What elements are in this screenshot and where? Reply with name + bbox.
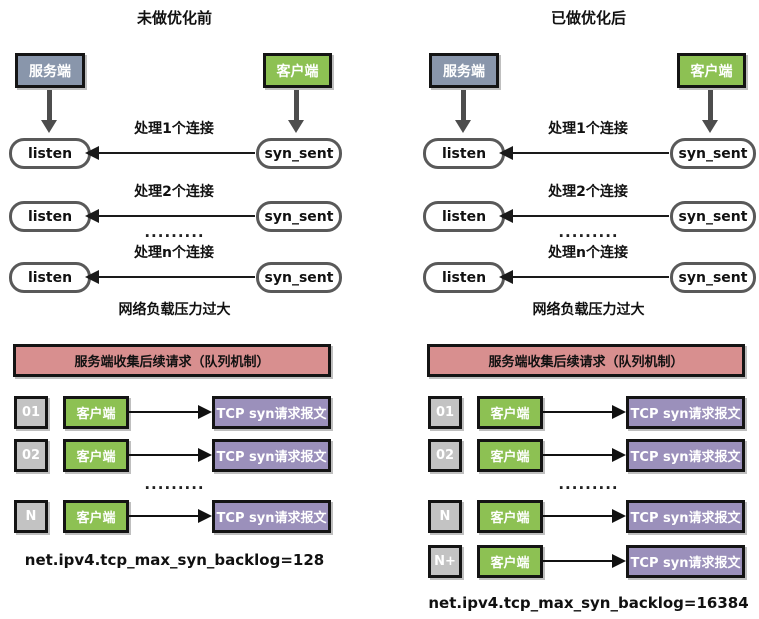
queue-row-02: 02 客户端 TCP syn请求报文 <box>6 439 343 472</box>
syn-sent-state: syn_sent <box>256 201 342 232</box>
queue-row-n-plus: N+ 客户端 TCP syn请求报文 <box>420 545 757 578</box>
ellipsis-dots: ......... <box>558 475 619 493</box>
syn-sent-state: syn_sent <box>670 262 756 293</box>
queue-slot-number: 01 <box>14 396 48 429</box>
client-box: 客户端 <box>677 53 746 88</box>
server-down-arrow-icon <box>41 90 57 133</box>
tcp-syn-packet-box: TCP syn请求报文 <box>626 500 745 533</box>
tcp-syn-packet-box: TCP syn请求报文 <box>212 500 331 533</box>
connection-label: 处理n个连接 <box>548 245 628 261</box>
client-box: 客户端 <box>477 396 543 429</box>
connection-label: 处理n个连接 <box>134 245 214 261</box>
syn-sent-state: syn_sent <box>256 262 342 293</box>
listen-state: listen <box>9 262 91 293</box>
queue-slot-number: N <box>428 500 462 533</box>
client-down-arrow-icon <box>288 90 304 133</box>
connection-label: 处理1个连接 <box>134 121 214 137</box>
ellipsis-dots: ......... <box>144 223 205 241</box>
connection-row-n: listen 处理n个连接 syn_sent <box>6 245 343 293</box>
tcp-syn-packet-box: TCP syn请求报文 <box>626 545 745 578</box>
queue-mechanism-banner: 服务端收集后续请求（队列机制） <box>13 344 331 377</box>
listen-state: listen <box>423 201 505 232</box>
queue-row-01: 01 客户端 TCP syn请求报文 <box>420 396 757 429</box>
connection-row-2: listen 处理2个连接 syn_sent <box>420 184 757 232</box>
panel-title: 未做优化前 <box>136 9 212 27</box>
request-arrow-icon <box>129 448 212 462</box>
connection-row-1: listen 处理1个连接 syn_sent <box>6 121 343 169</box>
syn-arrow-icon <box>85 270 255 284</box>
queue-slot-number: 01 <box>428 396 462 429</box>
syn-arrow-icon <box>499 146 669 160</box>
network-load-caption: 网络负载压力过大 <box>118 302 231 318</box>
sysctl-setting-text: net.ipv4.tcp_max_syn_backlog=128 <box>24 551 325 569</box>
queue-row-n: N 客户端 TCP syn请求报文 <box>420 500 757 533</box>
syn-arrow-icon <box>85 209 255 223</box>
client-box: 客户端 <box>63 500 129 533</box>
request-arrow-icon <box>129 405 212 419</box>
syn-sent-state: syn_sent <box>256 138 342 169</box>
tcp-syn-packet-box: TCP syn请求报文 <box>212 439 331 472</box>
request-arrow-icon <box>543 405 626 419</box>
connection-label: 处理2个连接 <box>548 184 628 200</box>
request-arrow-icon <box>543 448 626 462</box>
network-load-caption: 网络负载压力过大 <box>532 302 645 318</box>
syn-arrow-icon <box>499 270 669 284</box>
client-box: 客户端 <box>263 53 332 88</box>
connection-label: 处理1个连接 <box>548 121 628 137</box>
request-arrow-icon <box>129 509 212 523</box>
queue-row-n: N 客户端 TCP syn请求报文 <box>6 500 343 533</box>
client-box: 客户端 <box>63 439 129 472</box>
queue-slot-number: N+ <box>428 545 462 578</box>
client-down-arrow-icon <box>702 90 718 133</box>
connection-row-n: listen 处理n个连接 syn_sent <box>420 245 757 293</box>
syn-sent-state: syn_sent <box>670 138 756 169</box>
queue-slot-number: 02 <box>14 439 48 472</box>
panel-before-optimization: 未做优化前 服务端 客户端 listen 处理1个连接 syn_sent lis… <box>6 0 343 619</box>
request-arrow-icon <box>543 509 626 523</box>
panel-title: 已做优化后 <box>550 9 626 27</box>
syn-arrow-icon <box>85 146 255 160</box>
sysctl-setting-text: net.ipv4.tcp_max_syn_backlog=16384 <box>428 594 749 612</box>
syn-sent-state: syn_sent <box>670 201 756 232</box>
queue-mechanism-banner: 服务端收集后续请求（队列机制） <box>427 344 745 377</box>
server-box: 服务端 <box>429 53 499 88</box>
client-box: 客户端 <box>477 500 543 533</box>
panel-after-optimization: 已做优化后 服务端 客户端 listen 处理1个连接 syn_sent lis… <box>420 0 757 619</box>
request-arrow-icon <box>543 554 626 568</box>
client-box: 客户端 <box>477 545 543 578</box>
listen-state: listen <box>9 201 91 232</box>
connection-label: 处理2个连接 <box>134 184 214 200</box>
connection-row-1: listen 处理1个连接 syn_sent <box>420 121 757 169</box>
queue-row-02: 02 客户端 TCP syn请求报文 <box>420 439 757 472</box>
server-box: 服务端 <box>15 53 85 88</box>
listen-state: listen <box>9 138 91 169</box>
queue-row-01: 01 客户端 TCP syn请求报文 <box>6 396 343 429</box>
server-down-arrow-icon <box>455 90 471 133</box>
ellipsis-dots: ......... <box>558 223 619 241</box>
tcp-syn-packet-box: TCP syn请求报文 <box>212 396 331 429</box>
ellipsis-dots: ......... <box>144 475 205 493</box>
listen-state: listen <box>423 262 505 293</box>
client-box: 客户端 <box>63 396 129 429</box>
listen-state: listen <box>423 138 505 169</box>
client-box: 客户端 <box>477 439 543 472</box>
connection-row-2: listen 处理2个连接 syn_sent <box>6 184 343 232</box>
syn-arrow-icon <box>499 209 669 223</box>
tcp-syn-packet-box: TCP syn请求报文 <box>626 396 745 429</box>
queue-slot-number: 02 <box>428 439 462 472</box>
tcp-syn-packet-box: TCP syn请求报文 <box>626 439 745 472</box>
queue-slot-number: N <box>14 500 48 533</box>
